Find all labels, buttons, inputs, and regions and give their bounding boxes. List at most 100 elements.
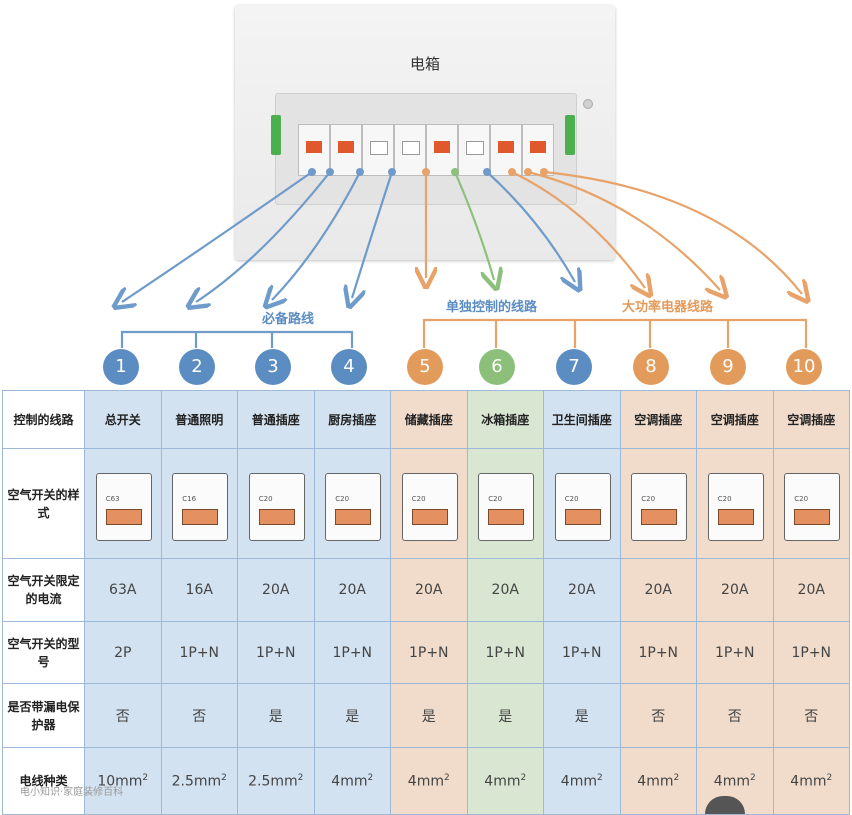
table-cell: 4mm2: [543, 747, 621, 815]
route-arrows: [0, 168, 852, 348]
breaker: [298, 124, 330, 176]
table-cell: 1P+N: [160, 621, 238, 684]
table-cell: 是: [390, 683, 468, 748]
table-cell: 卫生间插座: [543, 390, 621, 449]
screw-icon: [583, 99, 593, 109]
table-cell: 储藏插座: [390, 390, 468, 449]
table-cell: 20A: [390, 558, 468, 622]
breaker: [522, 124, 554, 176]
breaker-icon: C20: [784, 465, 841, 543]
breaker-icon: C20: [478, 465, 535, 543]
table-cell: 空调插座: [619, 390, 697, 449]
table-row-model: 空气开关的型号 2P 1P+N 1P+N 1P+N 1P+N 1P+N 1P+N…: [2, 621, 850, 684]
table-cell: 4mm2: [390, 747, 468, 815]
table-cell: 20A: [772, 558, 850, 622]
table-cell: C20: [313, 448, 391, 559]
table-cell: 2.5mm2: [160, 747, 238, 815]
row-head-model: 空气开关的型号: [2, 621, 85, 684]
table-cell: 63A: [84, 558, 162, 622]
table-cell: 是: [543, 683, 621, 748]
table-cell: 4mm2: [772, 747, 850, 815]
table-row-style: 空气开关的样式 C63 C16 C20 C20 C20 C20 C20 C20 …: [2, 448, 850, 559]
table-cell: 1P+N: [390, 621, 468, 684]
table-cell: C16: [160, 448, 238, 559]
table-cell: 空调插座: [772, 390, 850, 449]
breaker: [362, 124, 394, 176]
distribution-box-photo: 电箱: [235, 5, 615, 260]
breaker: [426, 124, 458, 176]
table-row-wire: 电线种类 10mm2 2.5mm2 2.5mm2 4mm2 4mm2 4mm2 …: [2, 747, 850, 815]
table-cell: 4mm2: [313, 747, 391, 815]
row-head-style: 空气开关的样式: [2, 448, 85, 559]
table-cell: 普通插座: [237, 390, 315, 449]
table-cell: 2.5mm2: [237, 747, 315, 815]
table-cell: C20: [237, 448, 315, 559]
table-cell: 20A: [696, 558, 774, 622]
green-clip: [271, 115, 281, 155]
breaker: [490, 124, 522, 176]
panel-title: 电箱: [409, 55, 440, 73]
table-cell: 否: [84, 683, 162, 748]
row-head-leak: 是否带漏电保护器: [2, 683, 85, 748]
breaker-icon: C20: [707, 465, 764, 543]
table-cell: 20A: [619, 558, 697, 622]
breaker: [394, 124, 426, 176]
table-cell: 否: [619, 683, 697, 748]
row-head-wire: 电线种类: [2, 747, 85, 815]
table-cell: 1P+N: [696, 621, 774, 684]
breaker: [458, 124, 490, 176]
table-cell: 1P+N: [543, 621, 621, 684]
watermark: 电小知识·家庭装修百科: [20, 787, 124, 798]
breaker-icon: C16: [172, 465, 229, 543]
table-cell: 否: [772, 683, 850, 748]
table-cell: 2P: [84, 621, 162, 684]
table-cell: 1P+N: [466, 621, 544, 684]
group-label-high-power: 大功率电器线路: [622, 300, 714, 315]
route-number-1: 1: [103, 349, 139, 385]
table-cell: C20: [619, 448, 697, 559]
table-cell: 20A: [313, 558, 391, 622]
table-cell: C20: [390, 448, 468, 559]
breaker-icon: C20: [631, 465, 688, 543]
table-cell: 1P+N: [619, 621, 697, 684]
table-cell: 1P+N: [772, 621, 850, 684]
table-cell: 是: [237, 683, 315, 748]
route-number-2: 2: [179, 349, 215, 385]
table-cell: 厨房插座: [313, 390, 391, 449]
table-cell: 4mm2: [466, 747, 544, 815]
route-number-5: 5: [407, 349, 443, 385]
breaker-icon: C20: [401, 465, 458, 543]
breaker: [330, 124, 362, 176]
table-cell: C20: [543, 448, 621, 559]
table-row-current: 空气开关限定的电流 63A 16A 20A 20A 20A 20A 20A 20…: [2, 558, 850, 622]
table-cell: 20A: [466, 558, 544, 622]
table-cell: 空调插座: [696, 390, 774, 449]
row-head-current: 空气开关限定的电流: [2, 558, 85, 622]
table-row-leak: 是否带漏电保护器 否 否 是 是 是 是 是 否 否 否: [2, 683, 850, 748]
route-number-7: 7: [556, 349, 592, 385]
route-number-3: 3: [255, 349, 291, 385]
table-cell: 是: [313, 683, 391, 748]
table-cell: 1P+N: [313, 621, 391, 684]
table-cell: C20: [466, 448, 544, 559]
table-cell: 10mm2: [84, 747, 162, 815]
table-cell: 否: [160, 683, 238, 748]
row-head-route: 控制的线路: [2, 390, 85, 449]
table-cell: 4mm2: [619, 747, 697, 815]
table-cell: 总开关: [84, 390, 162, 449]
table-cell: 20A: [237, 558, 315, 622]
route-number-6: 6: [479, 349, 515, 385]
route-number-8: 8: [633, 349, 669, 385]
group-label-single: 单独控制的线路: [446, 300, 538, 315]
table-cell: C20: [772, 448, 850, 559]
table-cell: C20: [696, 448, 774, 559]
route-number-4: 4: [331, 349, 367, 385]
table-cell: 1P+N: [237, 621, 315, 684]
breaker-icon: C63: [95, 465, 152, 543]
spec-table: 控制的线路 总开关 普通照明 普通插座 厨房插座 储藏插座 冰箱插座 卫生间插座…: [2, 390, 850, 815]
table-cell: 普通照明: [160, 390, 238, 449]
route-number-10: 10: [786, 349, 822, 385]
table-row-route: 控制的线路 总开关 普通照明 普通插座 厨房插座 储藏插座 冰箱插座 卫生间插座…: [2, 390, 850, 449]
corner-overlay: [705, 796, 745, 814]
route-number-9: 9: [710, 349, 746, 385]
